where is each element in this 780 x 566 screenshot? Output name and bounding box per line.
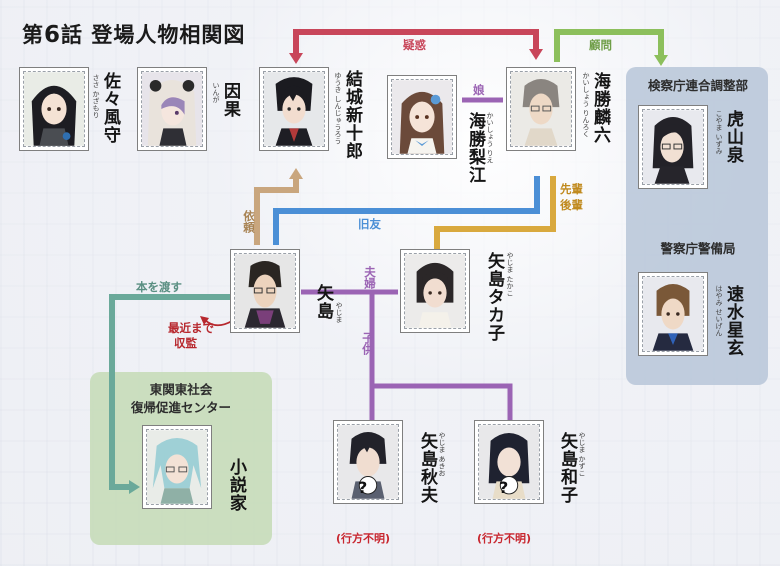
name-koyama: 虎山泉 [723,110,743,164]
ruby-takako: やじま たかこ [506,252,514,297]
ruby-koyama: こやま いずみ [715,110,723,155]
label-request: 依頼 [242,210,256,233]
label-junior: 後輩 [560,198,583,212]
name-rie: 海勝梨江 [465,112,485,184]
label-old-friend: 旧友 [358,217,381,231]
portrait-rie[interactable] [387,75,457,159]
children-line [369,383,513,420]
status-kazuko-missing: (行方不明) [477,532,532,545]
ruby-rie: かいしょう りえ [486,112,494,164]
name-kazuko: 矢島和子 [557,432,577,504]
ruby-rinroku: かいしょう りんろく [582,72,590,138]
request-arrow [289,168,303,179]
hand-over-line [109,294,230,490]
label-daughter: 娘 [473,83,485,97]
ruby-hayami: はやみ せいげん [715,285,723,337]
portrait-hayami[interactable] [638,272,708,356]
advisor-arrow [654,55,668,66]
label-recently-confined: 最近まで 収監 [168,321,214,350]
label-children: 子供 [361,332,375,355]
group-label-police-security: 警察庁警備局 [660,241,736,256]
portrait-akio[interactable] [333,420,403,504]
unknown-icon-kazuko: ? [499,478,509,497]
confined-curve [204,319,233,327]
name-inga: 因果 [220,82,240,118]
request-line [254,175,299,245]
confined-arrow [200,316,209,325]
portrait-yajima[interactable] [230,249,300,333]
old-friend-line [273,176,540,245]
name-rinroku: 海勝麟六 [590,72,610,144]
ruby-kazuko: やじま かずこ [578,432,586,477]
suspicion-line [293,29,539,58]
ruby-yuki: ゆうき しんじゅうろう [334,72,342,145]
ruby-sasa: ささ かざもり [92,74,100,119]
name-takako: 矢島タカ子 [484,252,504,342]
portrait-takako[interactable] [400,249,470,333]
name-hayami: 速水星玄 [723,285,743,357]
ruby-akio: やじま あきお [438,432,446,477]
portrait-inga[interactable] [137,67,207,151]
name-yuki: 結城新十郎 [342,70,362,160]
label-senior: 先輩 [560,182,583,196]
portrait-kazuko[interactable] [474,420,544,504]
group-label-rehab-center: 東関東社会 復帰促進センター [130,382,231,415]
advisor-line [554,29,664,62]
group-label-prosecutor: 検察庁連合調整部 [647,78,748,93]
status-akio-missing: (行方不明) [336,532,391,545]
portrait-rinroku[interactable] [506,67,576,151]
name-yajima: 矢島 [313,284,333,320]
label-suspicion: 疑惑 [403,38,426,52]
suspicion-arrow-left [289,53,303,64]
ruby-yajima: やじま [335,302,343,323]
hand-over-arrow [129,480,140,494]
portrait-koyama[interactable] [638,105,708,189]
unknown-icon-akio: ? [358,478,368,497]
name-akio: 矢島秋夫 [417,432,437,504]
label-couple: 夫婦 [363,266,377,289]
senior-junior-line [434,176,556,250]
label-hand-over: 本を渡す [136,280,182,294]
page-title: 第6話 登場人物相関図 [22,22,246,48]
portrait-sasa[interactable] [19,67,89,151]
label-advisor: 顧問 [589,38,612,52]
suspicion-arrow-right [529,49,543,60]
name-sasa: 佐々風守 [100,72,120,144]
portrait-yuki[interactable] [259,67,329,151]
portrait-novelist[interactable] [142,425,212,509]
ruby-inga: いんが [212,82,220,103]
name-novelist: 小説家 [226,458,246,512]
